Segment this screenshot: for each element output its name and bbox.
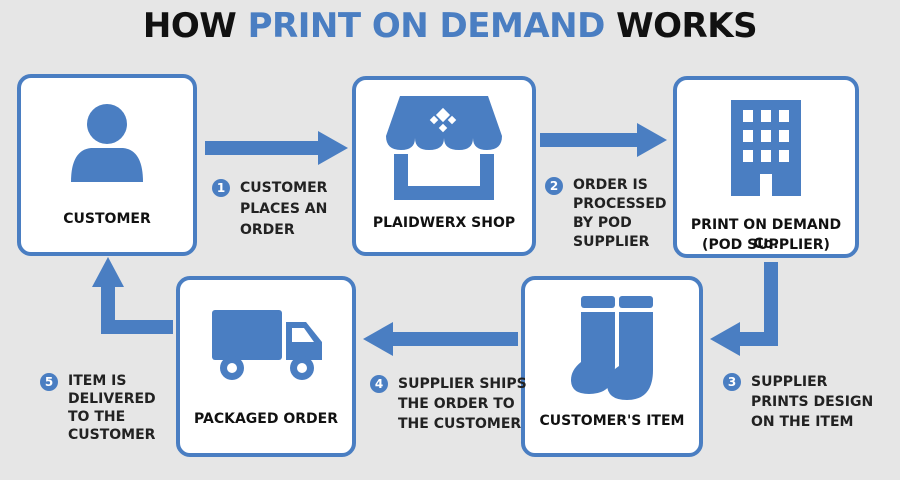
step-text: SUPPLIER SHIPS THE ORDER TO THE CUSTOMER xyxy=(398,376,527,432)
step-text: CUSTOMER PLACES AN ORDER xyxy=(240,180,328,238)
step-3: 3 SUPPLIER PRINTS DESIGN ON THE ITEM xyxy=(723,372,873,432)
arrow-customer-to-shop xyxy=(205,131,348,165)
step-text: ITEM IS DELIVERED TO THE CUSTOMER xyxy=(68,373,156,443)
shop-node: PLAIDWERX SHOP xyxy=(352,76,536,256)
title-accent: PRINT ON DEMAND xyxy=(247,6,606,46)
socks-icon xyxy=(571,296,653,400)
packaged-order-label: PACKAGED ORDER xyxy=(194,411,338,427)
page-title: HOW PRINT ON DEMAND WORKS xyxy=(0,6,900,46)
title-suffix: WORKS xyxy=(604,6,758,46)
customers-item-label: CUSTOMER'S ITEM xyxy=(539,413,685,429)
customers-item-node: CUSTOMER'S ITEM xyxy=(521,276,703,457)
person-icon xyxy=(71,104,143,182)
shop-label: PLAIDWERX SHOP xyxy=(372,215,516,231)
step-text: ORDER IS PROCESSED BY POD SUPPLIER xyxy=(573,177,667,250)
step-2: 2 ORDER IS PROCESSED BY POD SUPPLIER xyxy=(545,176,667,252)
packaged-order-node: PACKAGED ORDER xyxy=(176,276,356,457)
step-number-badge: 1 xyxy=(212,179,230,197)
title-prefix: HOW xyxy=(142,6,248,46)
arrow-item-to-packaged xyxy=(363,322,518,356)
step-5: 5 ITEM IS DELIVERED TO THE CUSTOMER xyxy=(40,372,156,444)
pod-supplier-label-line2: (POD SUPPLIER) xyxy=(702,237,830,253)
customer-node: CUSTOMER xyxy=(17,74,197,256)
delivery-truck-icon xyxy=(212,310,322,380)
step-number-badge: 5 xyxy=(40,373,58,391)
step-number-badge: 2 xyxy=(545,177,563,195)
step-number-badge: 4 xyxy=(370,375,388,393)
arrow-packaged-to-customer xyxy=(92,257,173,334)
pod-supplier-label-line1: PRINT ON DEMAND Co. xyxy=(690,217,842,252)
step-number-badge: 3 xyxy=(723,373,741,391)
step-text: SUPPLIER PRINTS DESIGN ON THE ITEM xyxy=(751,374,874,430)
step-4: 4 SUPPLIER SHIPS THE ORDER TO THE CUSTOM… xyxy=(370,374,527,434)
arrow-pod-to-item xyxy=(710,262,778,356)
pod-supplier-node: PRINT ON DEMAND Co. (POD SUPPLIER) xyxy=(673,76,859,258)
storefront-icon xyxy=(386,96,502,200)
building-icon xyxy=(731,100,801,196)
step-1: 1 CUSTOMER PLACES AN ORDER xyxy=(212,178,327,241)
customer-label: CUSTOMER xyxy=(63,211,151,227)
arrow-shop-to-pod xyxy=(540,123,667,157)
